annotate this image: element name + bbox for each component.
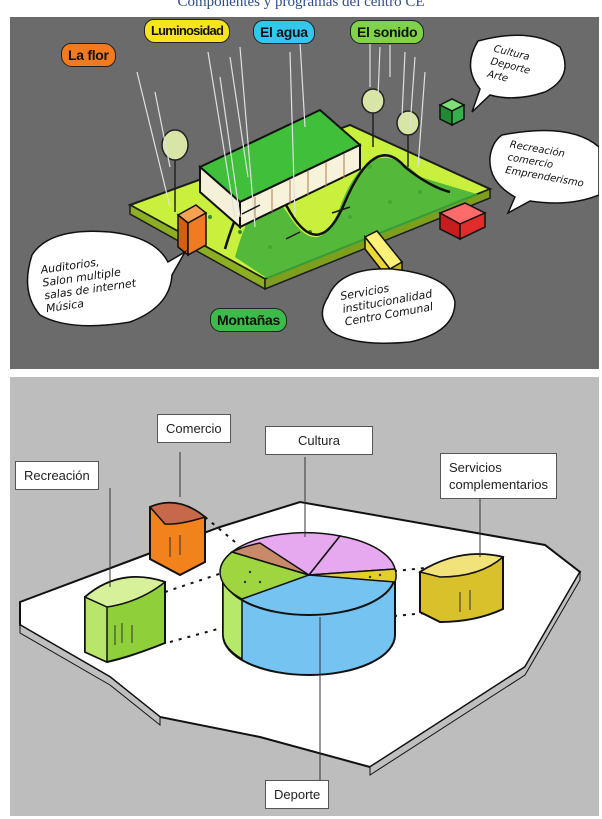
servicios-block — [420, 554, 503, 622]
program-panel: Comercio Cultura Recreación Servicios co… — [10, 377, 599, 816]
label-comercio: Comercio — [157, 414, 231, 443]
tag-luminosidad: Luminosidad — [144, 19, 230, 43]
label-servicios: Servicios complementarios — [440, 453, 557, 499]
central-cylinder — [220, 533, 396, 675]
tag-el-agua: El agua — [253, 20, 315, 44]
cultura-block — [440, 99, 464, 125]
sketch-panel: La flor Luminosidad El agua El sonido Mo… — [10, 17, 599, 369]
label-deporte: Deporte — [265, 780, 329, 809]
figure-caption: Componentes y programas del centro CE — [0, 0, 602, 16]
label-cultura: Cultura — [265, 426, 373, 455]
tag-montanas: Montañas — [210, 308, 287, 332]
comercio-block — [150, 503, 205, 575]
label-recreacion: Recreación — [15, 461, 99, 490]
auditorios-block — [178, 205, 206, 255]
tag-el-sonido: El sonido — [350, 20, 424, 44]
tag-la-flor: La flor — [61, 43, 116, 67]
